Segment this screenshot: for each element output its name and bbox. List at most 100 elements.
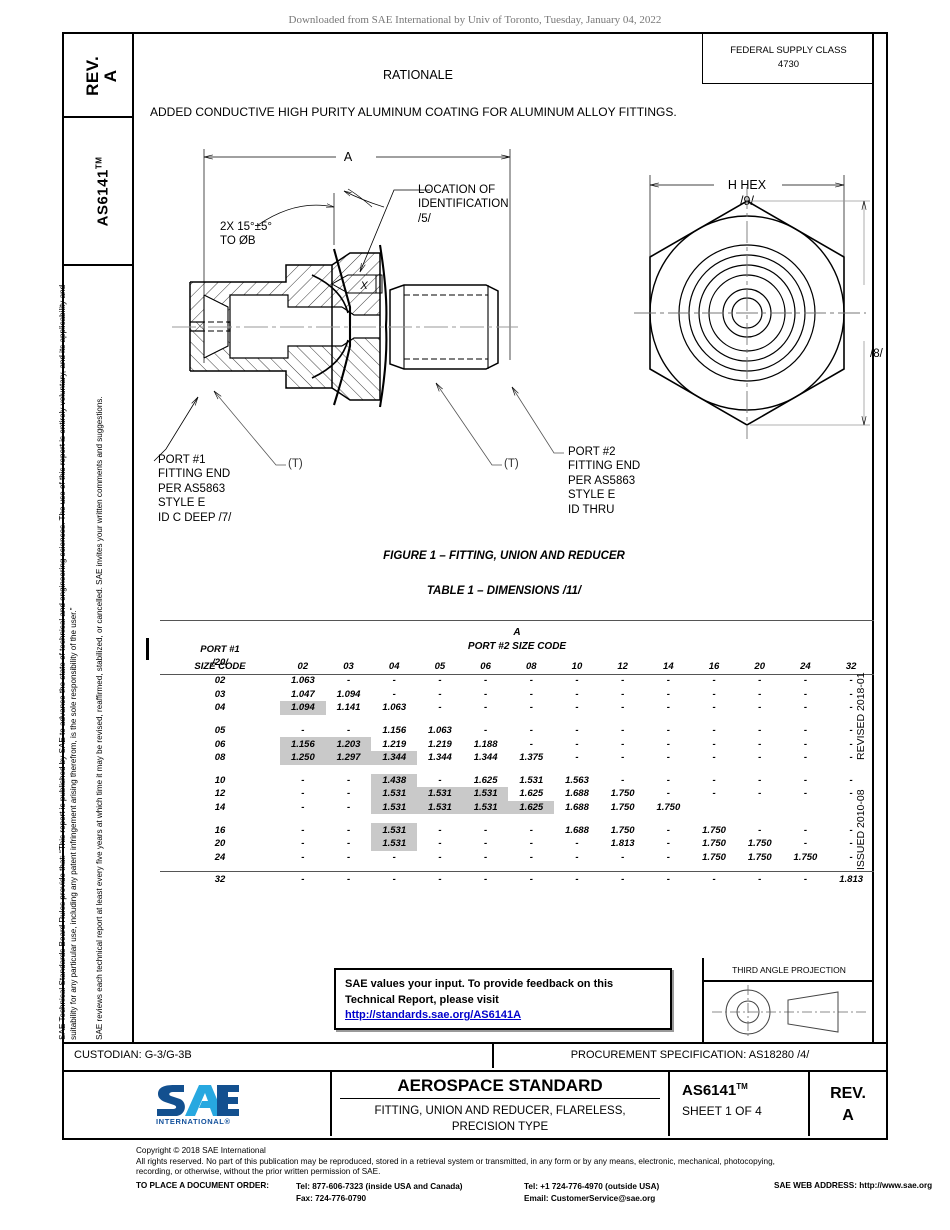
table-rule-bottom [160, 871, 874, 872]
feedback-link[interactable]: http://standards.sae.org/AS6141A [345, 1009, 522, 1022]
table-cell: - [484, 838, 488, 850]
standard-type: AEROSPACE STANDARD [397, 1076, 603, 1095]
table-cell [737, 801, 783, 815]
table-cell: - [803, 788, 807, 800]
rev-value-text: A [101, 69, 121, 83]
table-cell: - [803, 838, 807, 850]
sae-logo: INTERNATIONAL® [64, 1072, 332, 1136]
chamfer-note-line1: 2X 15°±5° [220, 221, 272, 233]
table-cell: - [621, 725, 625, 737]
table-cell: - [666, 874, 670, 886]
document-title-line1: FITTING, UNION AND REDUCER, FLARELESS, [374, 1105, 626, 1117]
table-cell: 1.750 [793, 851, 818, 863]
table-cell: - [621, 702, 625, 714]
table-cell: 1.219 [382, 738, 407, 750]
row-group-line2: /20/ [212, 656, 228, 668]
fsc-title: FEDERAL SUPPLY CLASS [730, 45, 847, 56]
table-cell: - [666, 851, 670, 863]
table-rule-header [160, 674, 874, 675]
legal-paragraph-2: SAE reviews each technical report at lea… [95, 396, 105, 1040]
third-angle-projection-box: THIRD ANGLE PROJECTION [702, 958, 874, 1044]
table-cell: - [758, 752, 762, 764]
table-cell: - [621, 874, 625, 886]
table-cell: - [529, 675, 533, 687]
table-cell: - [438, 824, 442, 836]
table-cell: - [849, 725, 853, 737]
custodian-text: CUSTODIAN: G-3/G-3B [64, 1044, 494, 1068]
table-column-header: 06 [480, 660, 491, 672]
table-row-header: 06 [214, 738, 226, 750]
table-column-header: 12 [617, 660, 628, 672]
table-cell: 1.813 [839, 874, 864, 886]
document-title: FITTING, UNION AND REDUCER, FLARELESS, P… [332, 1099, 668, 1135]
table-cell: - [346, 725, 351, 737]
ident-line2: IDENTIFICATION [418, 198, 509, 211]
table-cell: - [758, 675, 762, 687]
title-block-number: AS6141TM SHEET 1 OF 4 [670, 1072, 810, 1136]
table-cell: 1.297 [325, 750, 372, 765]
table-cell: - [849, 824, 853, 836]
col-group-line1: A [513, 627, 521, 638]
table-column-header: 04 [388, 660, 400, 672]
table-cell: - [666, 824, 670, 836]
port1-line4: STYLE E [158, 497, 206, 510]
table-cell: 1.063 [382, 702, 407, 714]
table-cell: - [346, 788, 351, 800]
table-row-header: 08 [214, 752, 226, 764]
right-inner-rule [872, 34, 874, 1044]
table-cell: 1.813 [610, 838, 635, 850]
table-cell: - [346, 824, 351, 836]
table-cell: - [803, 702, 807, 714]
table-cell: 1.531 [462, 787, 509, 801]
table-cell: - [758, 824, 762, 836]
table-cell: - [484, 702, 488, 714]
document-title-line2: PRECISION TYPE [451, 1120, 549, 1133]
port1-line3: PER AS5863 [158, 482, 226, 495]
rationale-body: ADDED CONDUCTIVE HIGH PURITY ALUMINUM CO… [150, 105, 677, 119]
table-cell: - [484, 675, 488, 687]
table-cell: - [621, 675, 625, 687]
table-column-header: 32 [845, 660, 857, 672]
title-block-center: AEROSPACE STANDARD FITTING, UNION AND RE… [332, 1072, 670, 1136]
table-cell: - [529, 688, 533, 700]
table-cell: 1.188 [473, 738, 498, 750]
table-cell: - [621, 774, 625, 786]
table-cell: - [346, 851, 351, 863]
table-cell: - [849, 702, 853, 714]
table-cell: - [575, 675, 579, 687]
row-group-size-code: SIZE CODE [194, 660, 246, 672]
page-border [62, 32, 888, 1044]
ident-line3: /5/ [418, 212, 431, 225]
table-cell: - [392, 874, 396, 886]
table-column-header: 10 [571, 660, 583, 672]
table-column-header: 03 [343, 660, 354, 672]
table-cell: - [346, 838, 351, 850]
table-cell: - [849, 774, 853, 786]
table-cell: 1.688 [565, 802, 589, 814]
table-cell: - [438, 675, 442, 687]
table-cell: - [621, 851, 625, 863]
table-cell: - [529, 851, 533, 863]
table-cell: - [666, 725, 670, 737]
port1-line2: FITTING END [158, 468, 231, 481]
table-cell: - [666, 675, 670, 687]
table-cell: - [346, 774, 351, 786]
table-cell: - [849, 688, 853, 700]
table-cell: 1.625 [473, 774, 498, 786]
table-cell [783, 801, 829, 815]
table-cell: - [758, 702, 762, 714]
third-angle-symbol [712, 985, 866, 1039]
table-cell: - [758, 688, 762, 700]
table-cell: - [392, 688, 396, 700]
feedback-box[interactable]: SAE values your input. To provide feedba… [334, 968, 672, 1030]
t-mark-left: (T) [288, 458, 303, 470]
